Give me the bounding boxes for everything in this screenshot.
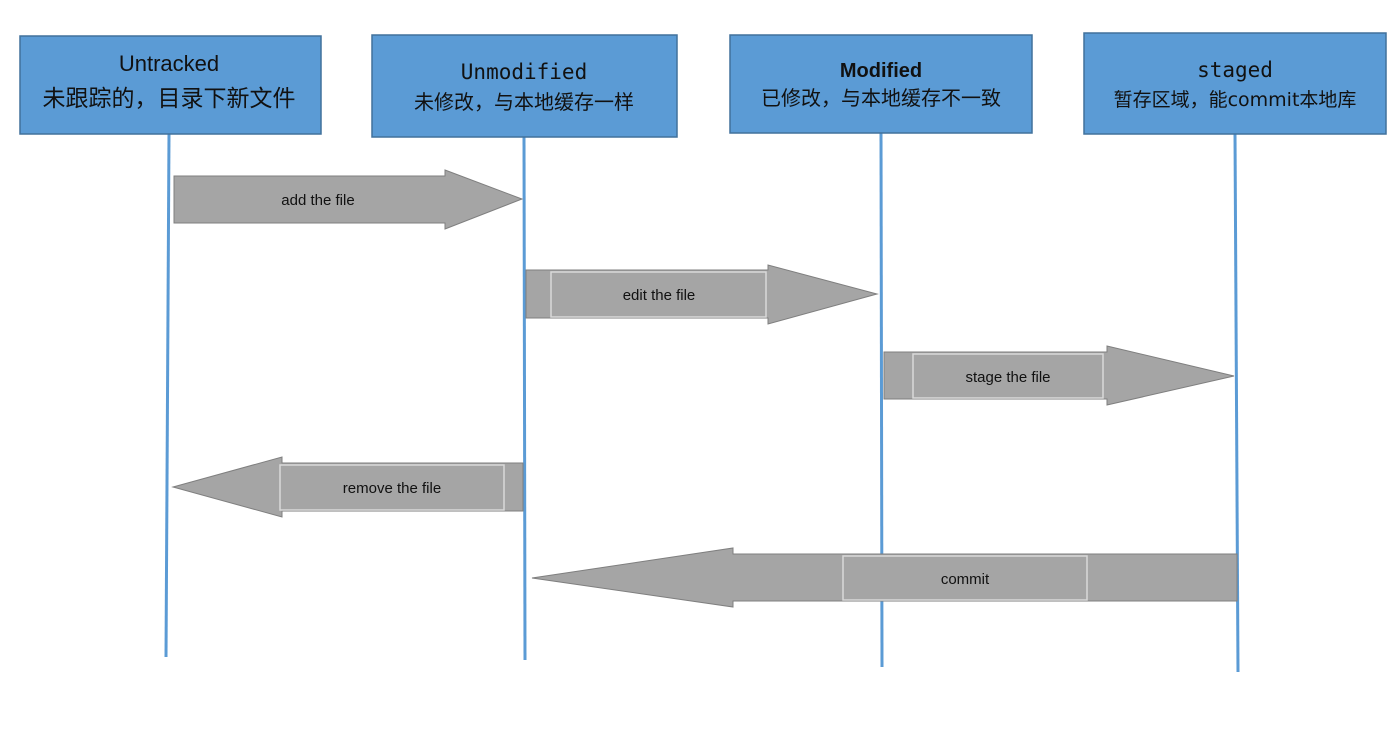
state-subtitle-modified: 已修改，与本地缓存不一致	[761, 86, 1001, 110]
label-panel	[912, 353, 1104, 399]
state-box-modified: Modified 已修改，与本地缓存不一致	[729, 34, 1033, 134]
state-subtitle-untracked: 未跟踪的，目录下新文件	[43, 86, 296, 112]
transition-edit-the-file: edit the file	[525, 264, 879, 325]
state-title-modified: Modified	[840, 60, 922, 82]
state-box-untracked: Untracked 未跟踪的，目录下新文件	[19, 35, 322, 135]
transition-add-the-file: add the file	[173, 169, 524, 230]
transition-label-commit: commit	[941, 571, 990, 588]
label-panel	[279, 464, 505, 511]
transition-label-remove: remove the file	[343, 480, 441, 497]
arrow-right-shape	[173, 169, 524, 230]
transition-label-stage: stage the file	[965, 369, 1050, 386]
label-panel	[842, 555, 1088, 601]
state-title-staged: staged	[1197, 58, 1273, 82]
transition-stage-the-file: stage the file	[883, 345, 1235, 406]
transition-remove-the-file: remove the file	[171, 456, 524, 518]
state-box-staged: staged 暂存区域，能commit本地库	[1083, 32, 1387, 135]
lifeline-untracked	[164, 133, 171, 658]
lifeline-unmodified	[522, 136, 527, 661]
state-subtitle-staged: 暂存区域，能commit本地库	[1114, 89, 1357, 111]
state-subtitle-unmodified: 未修改，与本地缓存一样	[414, 90, 634, 114]
label-panel	[550, 271, 767, 318]
transition-label-edit: edit the file	[623, 287, 696, 304]
transition-commit: commit	[531, 547, 1238, 608]
state-title-unmodified: Unmodified	[461, 60, 587, 84]
state-box-unmodified: Unmodified 未修改，与本地缓存一样	[371, 34, 678, 138]
transition-label-add: add the file	[281, 192, 354, 209]
state-title-untracked: Untracked	[119, 51, 219, 76]
